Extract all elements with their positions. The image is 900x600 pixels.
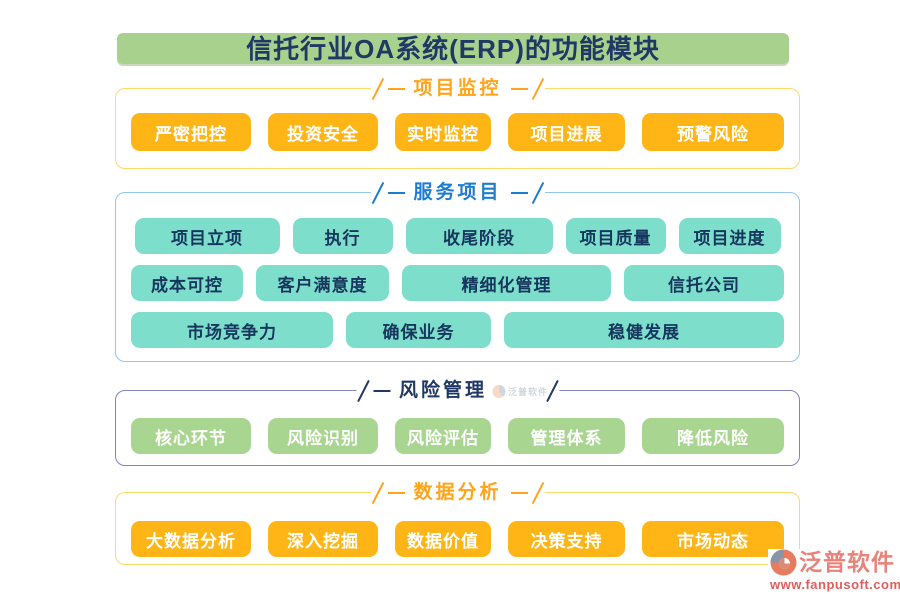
module-button-project-progress[interactable]: 项目进展 <box>508 113 625 151</box>
module-button-trust-company[interactable]: 信托公司 <box>624 265 784 301</box>
watermark-text: 泛普软件 <box>508 386 549 397</box>
watermark-logo-icon <box>492 384 505 398</box>
dash-decoration <box>387 492 405 494</box>
brand-logo: 泛普软件 www.fanpusoft.com <box>768 549 900 592</box>
inline-watermark: 泛普软件 <box>492 384 549 398</box>
dash-decoration <box>387 88 405 90</box>
module-button-project-quality[interactable]: 项目质量 <box>565 218 666 254</box>
module-button-risk-warning[interactable]: 预警风险 <box>642 113 784 151</box>
fanpu-logo-icon <box>770 549 797 576</box>
module-row: 成本可控 客户满意度 精细化管理 信托公司 <box>116 265 799 301</box>
dash-decoration <box>372 390 390 392</box>
brand-name: 泛普软件 <box>799 548 895 575</box>
module-button-steady-development[interactable]: 稳健发展 <box>504 312 784 348</box>
page-title: 信托行业OA系统(ERP)的功能模块 <box>246 33 660 64</box>
section-data-analysis: 数据分析 大数据分析 深入挖掘 数据价值 决策支持 市场动态 <box>115 479 800 565</box>
module-button-project-initiation[interactable]: 项目立项 <box>134 218 280 254</box>
slash-decoration <box>531 481 544 505</box>
section-project-monitoring: 项目监控 严密把控 投资安全 实时监控 项目进展 预警风险 <box>115 75 800 169</box>
module-button-risk-identification[interactable]: 风险识别 <box>268 418 378 454</box>
module-row: 市场竞争力 确保业务 稳健发展 <box>116 312 799 348</box>
module-button-market-trends[interactable]: 市场动态 <box>642 521 784 557</box>
module-button-core-link[interactable]: 核心环节 <box>131 418 251 454</box>
section-risk-management: 风险管理 泛普软件 核心环节 风险识别 风险评估 管理体系 降低风险 <box>115 377 800 466</box>
module-button-big-data-analysis[interactable]: 大数据分析 <box>131 521 251 557</box>
module-button-refined-management[interactable]: 精细化管理 <box>402 265 611 301</box>
module-button-cost-control[interactable]: 成本可控 <box>131 265 243 301</box>
module-row: 大数据分析 深入挖掘 数据价值 决策支持 市场动态 <box>116 521 799 557</box>
section-title: 数据分析 <box>413 482 502 503</box>
module-button-risk-reduction[interactable]: 降低风险 <box>642 418 784 454</box>
section-title: 风险管理 <box>398 380 487 401</box>
section-header-risk-management: 风险管理 泛普软件 <box>355 377 560 405</box>
slash-decoration <box>371 181 384 205</box>
module-button-risk-assessment[interactable]: 风险评估 <box>395 418 491 454</box>
module-button-deep-mining[interactable]: 深入挖掘 <box>268 521 378 557</box>
brand-url: www.fanpusoft.com <box>770 577 900 592</box>
section-header-service-projects: 服务项目 <box>370 179 545 207</box>
module-button-strict-control[interactable]: 严密把控 <box>131 113 251 151</box>
module-button-closing-phase[interactable]: 收尾阶段 <box>405 218 553 254</box>
slash-decoration <box>371 481 384 505</box>
dash-decoration <box>510 492 528 494</box>
module-button-management-system[interactable]: 管理体系 <box>508 418 625 454</box>
module-row: 项目立项 执行 收尾阶段 项目质量 项目进度 <box>116 218 799 254</box>
module-button-data-value[interactable]: 数据价值 <box>395 521 491 557</box>
slash-decoration <box>531 181 544 205</box>
slash-decoration <box>371 77 384 101</box>
module-button-ensure-business[interactable]: 确保业务 <box>346 312 491 348</box>
module-button-project-schedule[interactable]: 项目进度 <box>678 218 781 254</box>
dash-decoration <box>510 192 528 194</box>
section-title: 项目监控 <box>413 78 502 99</box>
module-row: 严密把控 投资安全 实时监控 项目进展 预警风险 <box>116 113 799 151</box>
module-button-investment-safety[interactable]: 投资安全 <box>268 113 378 151</box>
section-header-project-monitoring: 项目监控 <box>370 75 545 103</box>
slash-decoration <box>531 77 544 101</box>
module-button-customer-satisfaction[interactable]: 客户满意度 <box>256 265 389 301</box>
dash-decoration <box>510 88 528 90</box>
module-row: 核心环节 风险识别 风险评估 管理体系 降低风险 <box>116 418 799 454</box>
section-title: 服务项目 <box>413 182 502 203</box>
section-header-data-analysis: 数据分析 <box>370 479 545 507</box>
page-title-banner: 信托行业OA系统(ERP)的功能模块 <box>117 33 789 64</box>
section-service-projects: 服务项目 项目立项 执行 收尾阶段 项目质量 项目进度 成本可控 客户满意度 精… <box>115 179 800 362</box>
brand-logo-top: 泛普软件 <box>770 549 895 576</box>
slash-decoration <box>356 379 370 403</box>
module-button-execution[interactable]: 执行 <box>292 218 393 254</box>
dash-decoration <box>387 192 405 194</box>
module-button-decision-support[interactable]: 决策支持 <box>508 521 625 557</box>
module-button-realtime-monitor[interactable]: 实时监控 <box>395 113 491 151</box>
module-button-market-competitiveness[interactable]: 市场竞争力 <box>131 312 333 348</box>
